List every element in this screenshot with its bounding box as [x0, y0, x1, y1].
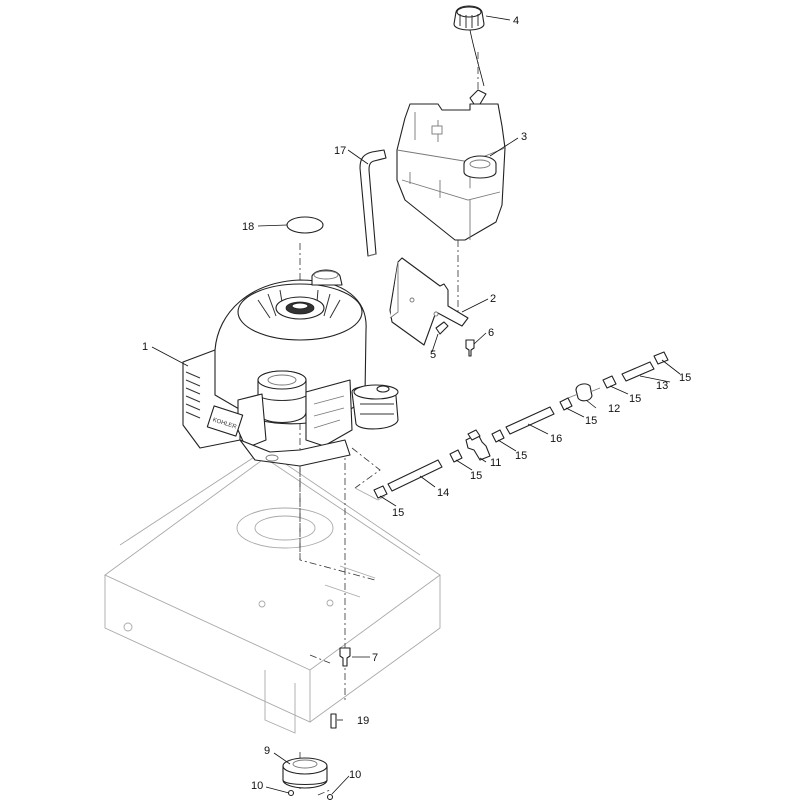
callout-12: 12	[608, 403, 620, 415]
vent-tube-part	[359, 149, 387, 257]
callout-1: 1	[142, 341, 148, 353]
callout-4: 4	[513, 15, 519, 27]
fuel-line-assembly	[354, 351, 669, 501]
callout-2: 2	[490, 293, 496, 305]
isolator-mount-part	[282, 757, 328, 789]
fuel-cap-part	[453, 5, 487, 105]
callout-16: 16	[550, 433, 562, 445]
callout-9: 9	[264, 745, 270, 757]
callout-7: 7	[372, 652, 378, 664]
callout-11: 11	[490, 457, 501, 469]
callout-15-e: 15	[629, 393, 641, 405]
callout-13: 13	[656, 380, 668, 392]
callout-3: 3	[521, 131, 527, 143]
callout-5: 5	[430, 349, 436, 361]
callout-15-d: 15	[585, 415, 597, 427]
callout-15-f: 15	[679, 372, 691, 384]
fuel-tank-part	[396, 103, 506, 241]
tank-bracket-part	[389, 257, 469, 346]
engine-part: KOHLER	[182, 269, 399, 467]
callout-6: 6	[488, 327, 494, 339]
callout-15-c: 15	[515, 450, 527, 462]
leader-lines	[151, 15, 681, 795]
bracket-fasteners	[435, 321, 475, 357]
callout-18: 18	[242, 221, 254, 233]
mower-deck-ghost	[104, 449, 441, 734]
callout-14: 14	[437, 487, 449, 499]
callout-19: 19	[357, 715, 369, 727]
callout-15-b: 15	[470, 470, 482, 482]
decal-part	[286, 216, 324, 234]
pin-part	[330, 713, 337, 729]
callout-10-left: 10	[251, 780, 263, 792]
callout-15-a: 15	[392, 507, 404, 519]
screw-parts	[287, 789, 334, 800]
callout-labels: 1 2 3 4 5 6 7 9 10 10 11 12 13 14 15 15 …	[142, 15, 691, 792]
callout-17: 17	[334, 145, 346, 157]
callout-10-right: 10	[349, 769, 361, 781]
bolt-part	[339, 647, 351, 667]
